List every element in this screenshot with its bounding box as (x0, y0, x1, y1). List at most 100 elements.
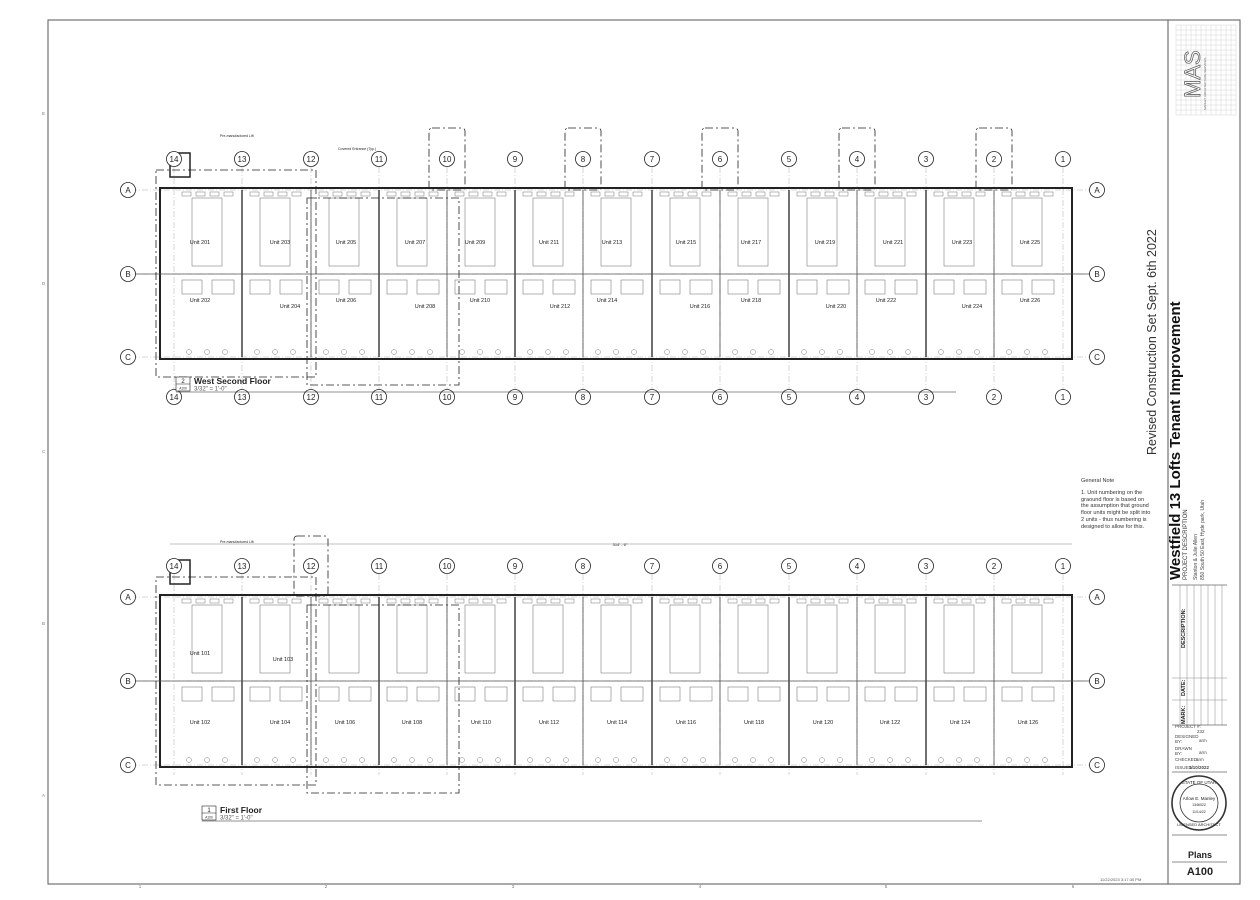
view-scale: 3/32" = 1'-0" (194, 387, 227, 393)
room (826, 686, 850, 702)
sheet-border (47, 19, 1169, 885)
grid-bubble-label: 5 (787, 562, 792, 571)
grid-bubble-label: 3 (924, 393, 929, 402)
door-tag (496, 598, 507, 604)
fixture (750, 349, 756, 355)
door-tag (864, 598, 875, 604)
grid-bubble: B (120, 673, 136, 689)
room (659, 686, 681, 702)
room (963, 686, 987, 702)
door-tag (468, 598, 479, 604)
door-tag (769, 598, 780, 604)
grid-bubble-circle (120, 757, 136, 773)
grid-bubble-label: 11 (375, 155, 384, 164)
fixture (700, 349, 706, 355)
door-tag (632, 598, 643, 604)
view-scale: 3/32" = 1'-0" (220, 816, 253, 822)
door-tag (673, 191, 684, 197)
door-tag (892, 598, 903, 604)
revision-note: Revised Construction Set Sept. 6th 2022 (1145, 229, 1159, 455)
room (620, 686, 644, 702)
unit-label: Unit 106 (335, 720, 356, 726)
room (600, 604, 632, 674)
fixture (459, 349, 465, 355)
door-tag (454, 598, 465, 604)
general-note-text: 1. Unit numbering on the graound floor i… (1081, 489, 1151, 530)
door-tag (318, 598, 329, 604)
room (727, 686, 749, 702)
grid-bubble-circle (439, 389, 455, 405)
door-tag (536, 598, 547, 604)
exterior-wall (159, 187, 1073, 360)
room (484, 686, 508, 702)
door-tag (1001, 191, 1012, 197)
room (1001, 686, 1023, 702)
grid-bubble: 14 (166, 151, 182, 167)
fixture (682, 349, 688, 355)
header-description: DESCRIPTION: (1181, 608, 1187, 648)
grid-bubble-label: 13 (238, 393, 247, 402)
grid-bubble-circle (234, 389, 250, 405)
grid-bubble-label: 4 (855, 155, 860, 164)
stamp-date: 11/14/22 (1192, 810, 1205, 814)
room (181, 279, 203, 295)
grid-bubble: 7 (644, 151, 660, 167)
grid-bubble-label: 11 (375, 393, 384, 402)
unit-label: Unit 202 (190, 298, 211, 304)
grid-bubble-label: 4 (855, 393, 860, 402)
door-tag (906, 191, 917, 197)
stamp-state: STATE OF UTAH (1182, 780, 1217, 785)
grid-bubble-circle (849, 389, 865, 405)
project-client: Stanton & Julie Allen (1193, 534, 1199, 580)
door-tag (796, 191, 807, 197)
door-tag (209, 191, 220, 197)
project-no: 232 (1197, 729, 1205, 734)
view-number: 2 (181, 379, 185, 385)
project-title: Westfield 13 Lofts Tenant Improvement (1167, 301, 1184, 580)
room (318, 279, 340, 295)
firm-logo (1175, 24, 1237, 116)
door-tag (878, 191, 889, 197)
grid-bubble: 9 (507, 389, 523, 405)
fixture (427, 349, 433, 355)
room (211, 686, 235, 702)
fixture (341, 349, 347, 355)
grid-bubble: C (120, 757, 136, 773)
fixture (477, 349, 483, 355)
fixture (391, 757, 397, 763)
grid-bubble-circle (986, 389, 1002, 405)
door-tag (933, 191, 944, 197)
room (796, 279, 818, 295)
door-tag (769, 191, 780, 197)
designed-value: arm (1199, 738, 1207, 743)
border-row-label: C (42, 449, 46, 454)
door-tag (263, 598, 274, 604)
door-tag (590, 598, 601, 604)
grid-bubble-label: 11 (375, 562, 384, 571)
grid-bubble-label: 9 (513, 562, 518, 571)
door-tag (604, 598, 615, 604)
room (1011, 197, 1043, 267)
fixture (664, 349, 670, 355)
unit-label: Unit 221 (883, 240, 904, 246)
firm-logo-text: MAS (1180, 50, 1205, 98)
grid-bubble-label: 1 (1061, 562, 1066, 571)
unit-label: Unit 215 (676, 240, 697, 246)
grid-bubble: 10 (439, 151, 455, 167)
grid-bubble: 10 (439, 389, 455, 405)
grid-bubble: 12 (303, 558, 319, 574)
grid-bubble-label: 12 (307, 562, 316, 571)
fixture (664, 757, 670, 763)
door-tag (838, 191, 849, 197)
grid-bubble: 12 (303, 151, 319, 167)
door-tag (824, 598, 835, 604)
unit-label: Unit 203 (270, 240, 291, 246)
door-tag (536, 191, 547, 197)
grid-bubble: C (120, 349, 136, 365)
grid-bubble-label: 6 (718, 155, 723, 164)
grid-bubble-circle (439, 558, 455, 574)
fixture (222, 349, 228, 355)
checked-label: CHECKED: (1175, 757, 1199, 762)
grid-bubble-circle (781, 389, 797, 405)
unit-label: Unit 208 (415, 304, 436, 310)
